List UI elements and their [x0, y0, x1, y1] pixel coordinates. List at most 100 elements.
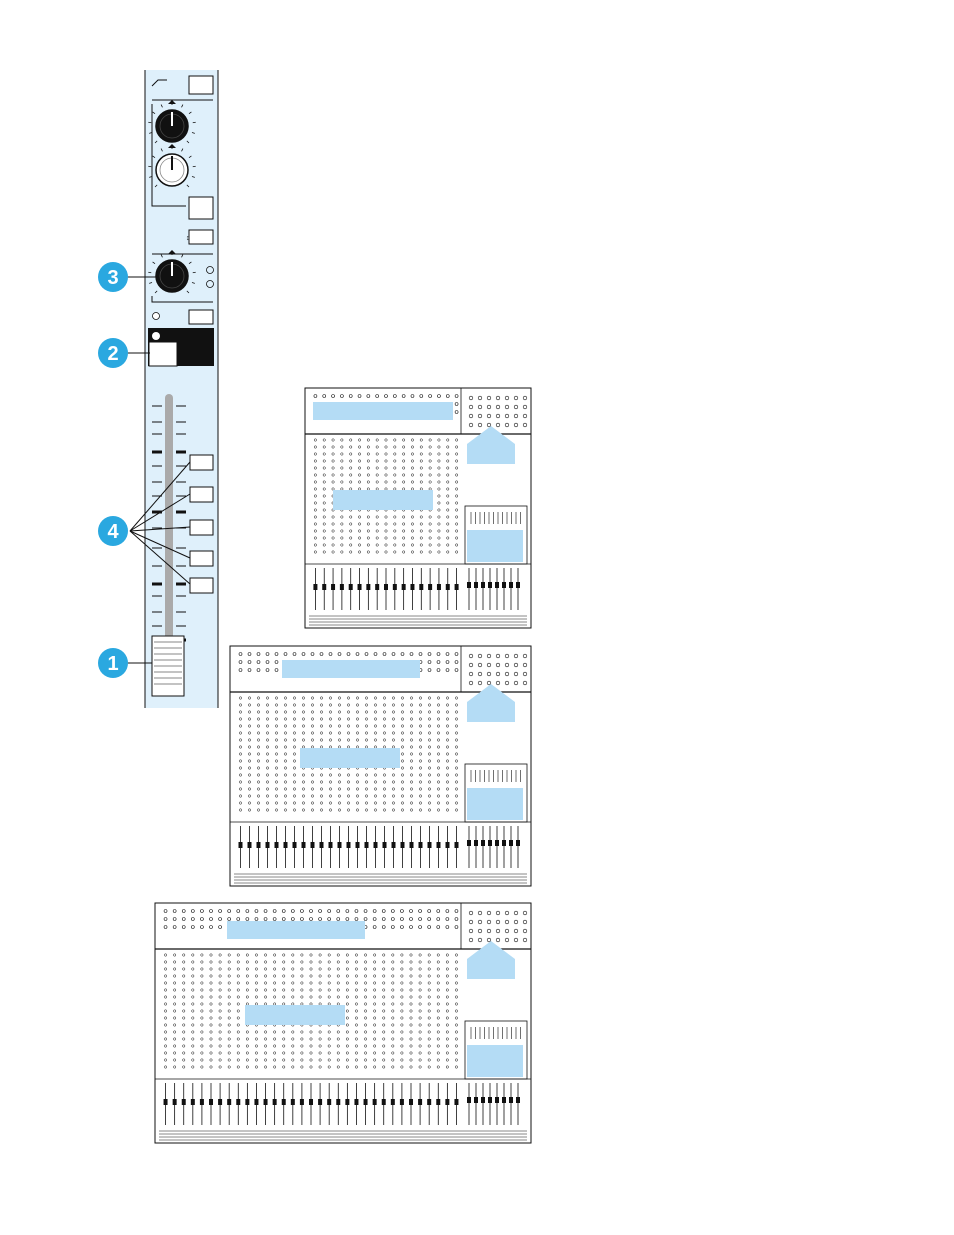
console-fader-cap: [245, 1099, 249, 1105]
master-fader-cap: [495, 582, 499, 588]
console-fader-cap: [302, 842, 306, 848]
console-fader-cap: [428, 842, 432, 848]
console-fader-cap: [320, 842, 324, 848]
input-section-highlight: [313, 402, 453, 420]
master-fader-cap: [509, 582, 513, 588]
meter-section-highlight: [467, 788, 523, 820]
console-fader-cap: [349, 584, 353, 590]
console-fader-cap: [345, 1099, 349, 1105]
console-fader-cap: [266, 842, 270, 848]
callout-3-label: 3: [107, 267, 118, 289]
master-fader-cap: [509, 1097, 513, 1103]
console-fader-cap: [209, 1099, 213, 1105]
console-fader-cap: [446, 842, 450, 848]
console-fader-cap: [437, 584, 441, 590]
console-fader-cap: [275, 842, 279, 848]
master-fader-cap: [516, 840, 520, 846]
console-fader-cap: [455, 584, 459, 590]
master-fader-cap: [488, 1097, 492, 1103]
console-fader-cap: [309, 1099, 313, 1105]
master-fader-cap: [495, 1097, 499, 1103]
master-fader-cap: [481, 582, 485, 588]
console-fader-cap: [218, 1099, 222, 1105]
console-fader-cap: [383, 842, 387, 848]
led-icon: [153, 313, 160, 320]
pfl-button: [189, 310, 213, 324]
master-fader-cap: [481, 840, 485, 846]
master-fader-cap: [509, 840, 513, 846]
callout-4-label: 4: [107, 521, 119, 543]
console-fader-cap: [273, 1099, 277, 1105]
console-fader-cap: [282, 1099, 286, 1105]
channel-section-highlight: [333, 490, 433, 510]
console-fader-cap: [318, 1099, 322, 1105]
master-fader-cap: [467, 1097, 471, 1103]
console-fader-cap: [336, 1099, 340, 1105]
console-fader-cap: [173, 1099, 177, 1105]
console-fader-cap: [419, 842, 423, 848]
channel-section-highlight: [245, 1005, 345, 1025]
console-large: [155, 903, 531, 1143]
console-fader-cap: [436, 1099, 440, 1105]
console-fader-cap: [338, 842, 342, 848]
console-fader-cap: [455, 842, 459, 848]
console-fader-cap: [356, 842, 360, 848]
bus-assign-button: [190, 551, 213, 566]
console-fader-cap: [410, 584, 414, 590]
console-fader-cap: [182, 1099, 186, 1105]
console-fader-cap: [365, 842, 369, 848]
master-fader-cap: [516, 1097, 520, 1103]
channel-strip: ↕: [145, 70, 218, 708]
console-fader-cap: [329, 842, 333, 848]
console-fader-cap: [375, 584, 379, 590]
console-fader-cap: [313, 584, 317, 590]
console-fader-cap: [327, 1099, 331, 1105]
console-fader-cap: [418, 1099, 422, 1105]
master-fader-cap: [474, 840, 478, 846]
console-fader-cap: [322, 584, 326, 590]
console-fader-cap: [354, 1099, 358, 1105]
console-fader-cap: [254, 1099, 258, 1105]
master-fader-cap: [502, 1097, 506, 1103]
console-fader-cap: [311, 842, 315, 848]
console-fader-cap: [382, 1099, 386, 1105]
console-small: [305, 388, 531, 628]
console-fader-cap: [236, 1099, 240, 1105]
console-fader-cap: [409, 1099, 413, 1105]
console-fader-cap: [284, 842, 288, 848]
console-fader-cap: [391, 1099, 395, 1105]
fader-track: [165, 398, 173, 666]
console-fader-cap: [419, 584, 423, 590]
console-fader-cap: [428, 584, 432, 590]
console-fader-cap: [374, 842, 378, 848]
console-fader-cap: [331, 584, 335, 590]
master-fader-cap: [474, 582, 478, 588]
console-fader-cap: [164, 1099, 168, 1105]
console-fader-cap: [410, 842, 414, 848]
console-fader-cap: [347, 842, 351, 848]
master-fader-cap: [488, 582, 492, 588]
bus-assign-button: [190, 487, 213, 502]
fader-track-cap: [165, 394, 173, 402]
console-fader-cap: [293, 842, 297, 848]
console-fader-cap: [340, 584, 344, 590]
console-fader-cap: [191, 1099, 195, 1105]
master-fader-cap: [502, 582, 506, 588]
console-fader-cap: [366, 584, 370, 590]
console-fader-cap: [393, 584, 397, 590]
console-fader-cap: [437, 842, 441, 848]
console-fader-cap: [384, 584, 388, 590]
master-fader-cap: [467, 840, 471, 846]
bus-assign-button: [190, 578, 213, 593]
master-fader-cap: [516, 582, 520, 588]
master-fader-cap: [474, 1097, 478, 1103]
console-fader-cap: [227, 1099, 231, 1105]
mute-led-icon: [152, 332, 160, 340]
master-fader-cap: [481, 1097, 485, 1103]
master-fader-cap: [495, 840, 499, 846]
top-switch-button: [189, 76, 213, 94]
console-fader-cap: [402, 584, 406, 590]
console-fader-cap: [446, 584, 450, 590]
console-fader-cap: [264, 1099, 268, 1105]
